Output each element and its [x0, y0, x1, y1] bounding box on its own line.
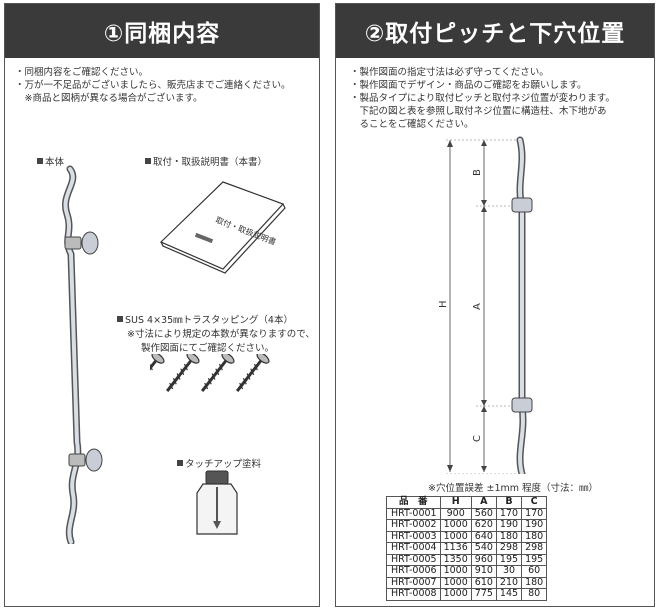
pitch-panel: ②取付ピッチと下穴位置 ・製作図面の指定寸法は必ず守ってください。 ・製作図面で… [335, 3, 655, 607]
cell-c: 180 [521, 576, 548, 589]
cell-b: 195 [495, 553, 523, 566]
cell-b: 190 [495, 519, 523, 532]
dim-a-label: A [472, 303, 483, 310]
cell-c: 190 [521, 519, 548, 532]
note-line: ることをご確認ください。 [350, 119, 474, 130]
pitch-notes: ・製作図面の指定寸法は必ず守ってください。 ・製作図面でデザイン・商品のご確認を… [350, 66, 615, 131]
cell-h: 1000 [439, 530, 472, 543]
cell-h: 900 [439, 507, 472, 520]
note-line: ・製作図面でデザイン・商品のご確認をお願いします。 [350, 80, 587, 91]
note-line: ※商品と図柄が異なる場合がございます。 [15, 93, 203, 104]
col-model: 品 番 [386, 496, 441, 509]
cell-b: 180 [495, 530, 523, 543]
paint-label-text: タッチアップ塗料 [185, 459, 262, 470]
bullet-square-icon [145, 158, 151, 164]
cell-b: 145 [495, 588, 523, 601]
note-line: ・製作図面の指定寸法は必ず守ってください。 [350, 67, 549, 78]
cell-a: 960 [470, 553, 497, 566]
dim-h-label: H [438, 300, 449, 308]
handrail-illustration [62, 165, 103, 544]
manual-label-text: 取付・取扱説明書（本書） [153, 157, 268, 168]
body-label-text: 本体 [45, 157, 65, 168]
cell-h: 1000 [439, 588, 472, 601]
note-line: ・万が一不足品がございましたら、販売店までご連絡ください。 [15, 80, 291, 91]
cell-b: 170 [495, 507, 523, 520]
note-line: ・同梱内容をご確認ください。 [15, 67, 149, 78]
cell-c: 80 [521, 588, 548, 601]
cell-model: HRT-0007 [386, 576, 441, 589]
cell-h: 1000 [439, 519, 472, 532]
pitch-header: ②取付ピッチと下穴位置 [336, 4, 654, 58]
dimension-diagram: H B A C [438, 136, 533, 474]
cell-c: 180 [521, 530, 548, 543]
cell-a: 540 [470, 542, 497, 555]
cell-b: 30 [495, 565, 523, 578]
cell-h: 1000 [439, 576, 472, 589]
contents-notes: ・同梱内容をご確認ください。 ・万が一不足品がございましたら、販売店までご連絡く… [15, 66, 291, 105]
cell-model: HRT-0005 [386, 553, 441, 566]
table-caption: ※穴位置誤差 ±1mm 程度（寸法：㎜） [428, 483, 599, 494]
dim-c-label: C [472, 435, 483, 442]
cell-model: HRT-0008 [386, 588, 441, 601]
screws-illustration [150, 354, 270, 393]
contents-panel: ①同梱内容 ・同梱内容をご確認ください。 ・万が一不足品がございましたら、販売店… [4, 3, 320, 607]
bullet-square-icon [37, 158, 43, 164]
cell-model: HRT-0002 [386, 519, 441, 532]
screws-label-text: SUS 4×35㎜トラスタッピング（4本） [125, 315, 293, 326]
cell-b: 210 [495, 576, 523, 589]
bullet-square-icon [177, 460, 183, 466]
cell-h: 1000 [439, 565, 472, 578]
cell-a: 775 [470, 588, 497, 601]
screws-label: SUS 4×35㎜トラスタッピング（4本） [117, 312, 293, 326]
col-c: C [521, 496, 548, 509]
cell-c: 195 [521, 553, 548, 566]
bullet-square-icon [117, 316, 123, 322]
cell-c: 170 [521, 507, 548, 520]
note-line: ・製品タイプにより取付ピッチと取付ネジ位置が変わります。 [350, 93, 615, 104]
col-h: H [439, 496, 472, 509]
note-line: 下記の図と表を参照し取付ネジ位置に構造柱、木下地があ [350, 106, 607, 117]
contents-header: ①同梱内容 [5, 4, 319, 58]
cell-model: HRT-0006 [386, 565, 441, 578]
screws-note-2: 製作図面にてご確認ください。 [141, 343, 275, 354]
cell-a: 640 [470, 530, 497, 543]
col-b: B [495, 496, 523, 509]
paint-bottle-illustration [196, 470, 238, 535]
cell-a: 620 [470, 519, 497, 532]
cell-a: 610 [470, 576, 497, 589]
cell-h: 1136 [439, 542, 472, 555]
paint-label: タッチアップ塗料 [177, 456, 261, 470]
cell-a: 560 [470, 507, 497, 520]
cell-model: HRT-0001 [386, 507, 441, 520]
manual-booklet-illustration: 取付・取扱説明書 [159, 181, 286, 274]
cell-b: 298 [495, 542, 523, 555]
cell-a: 910 [470, 565, 497, 578]
cell-c: 60 [521, 565, 548, 578]
cell-h: 1350 [439, 553, 472, 566]
cell-model: HRT-0004 [386, 542, 441, 555]
cell-c: 298 [521, 542, 548, 555]
dim-b-label: B [472, 169, 483, 176]
screws-note-1: ※寸法により規定の本数が異なりますので、 [127, 329, 315, 340]
col-a: A [470, 496, 497, 509]
body-label: 本体 [37, 154, 64, 168]
table-header-row: 品 番 H A B C [386, 496, 548, 509]
cell-model: HRT-0003 [386, 530, 441, 543]
manual-label: 取付・取扱説明書（本書） [145, 154, 267, 168]
